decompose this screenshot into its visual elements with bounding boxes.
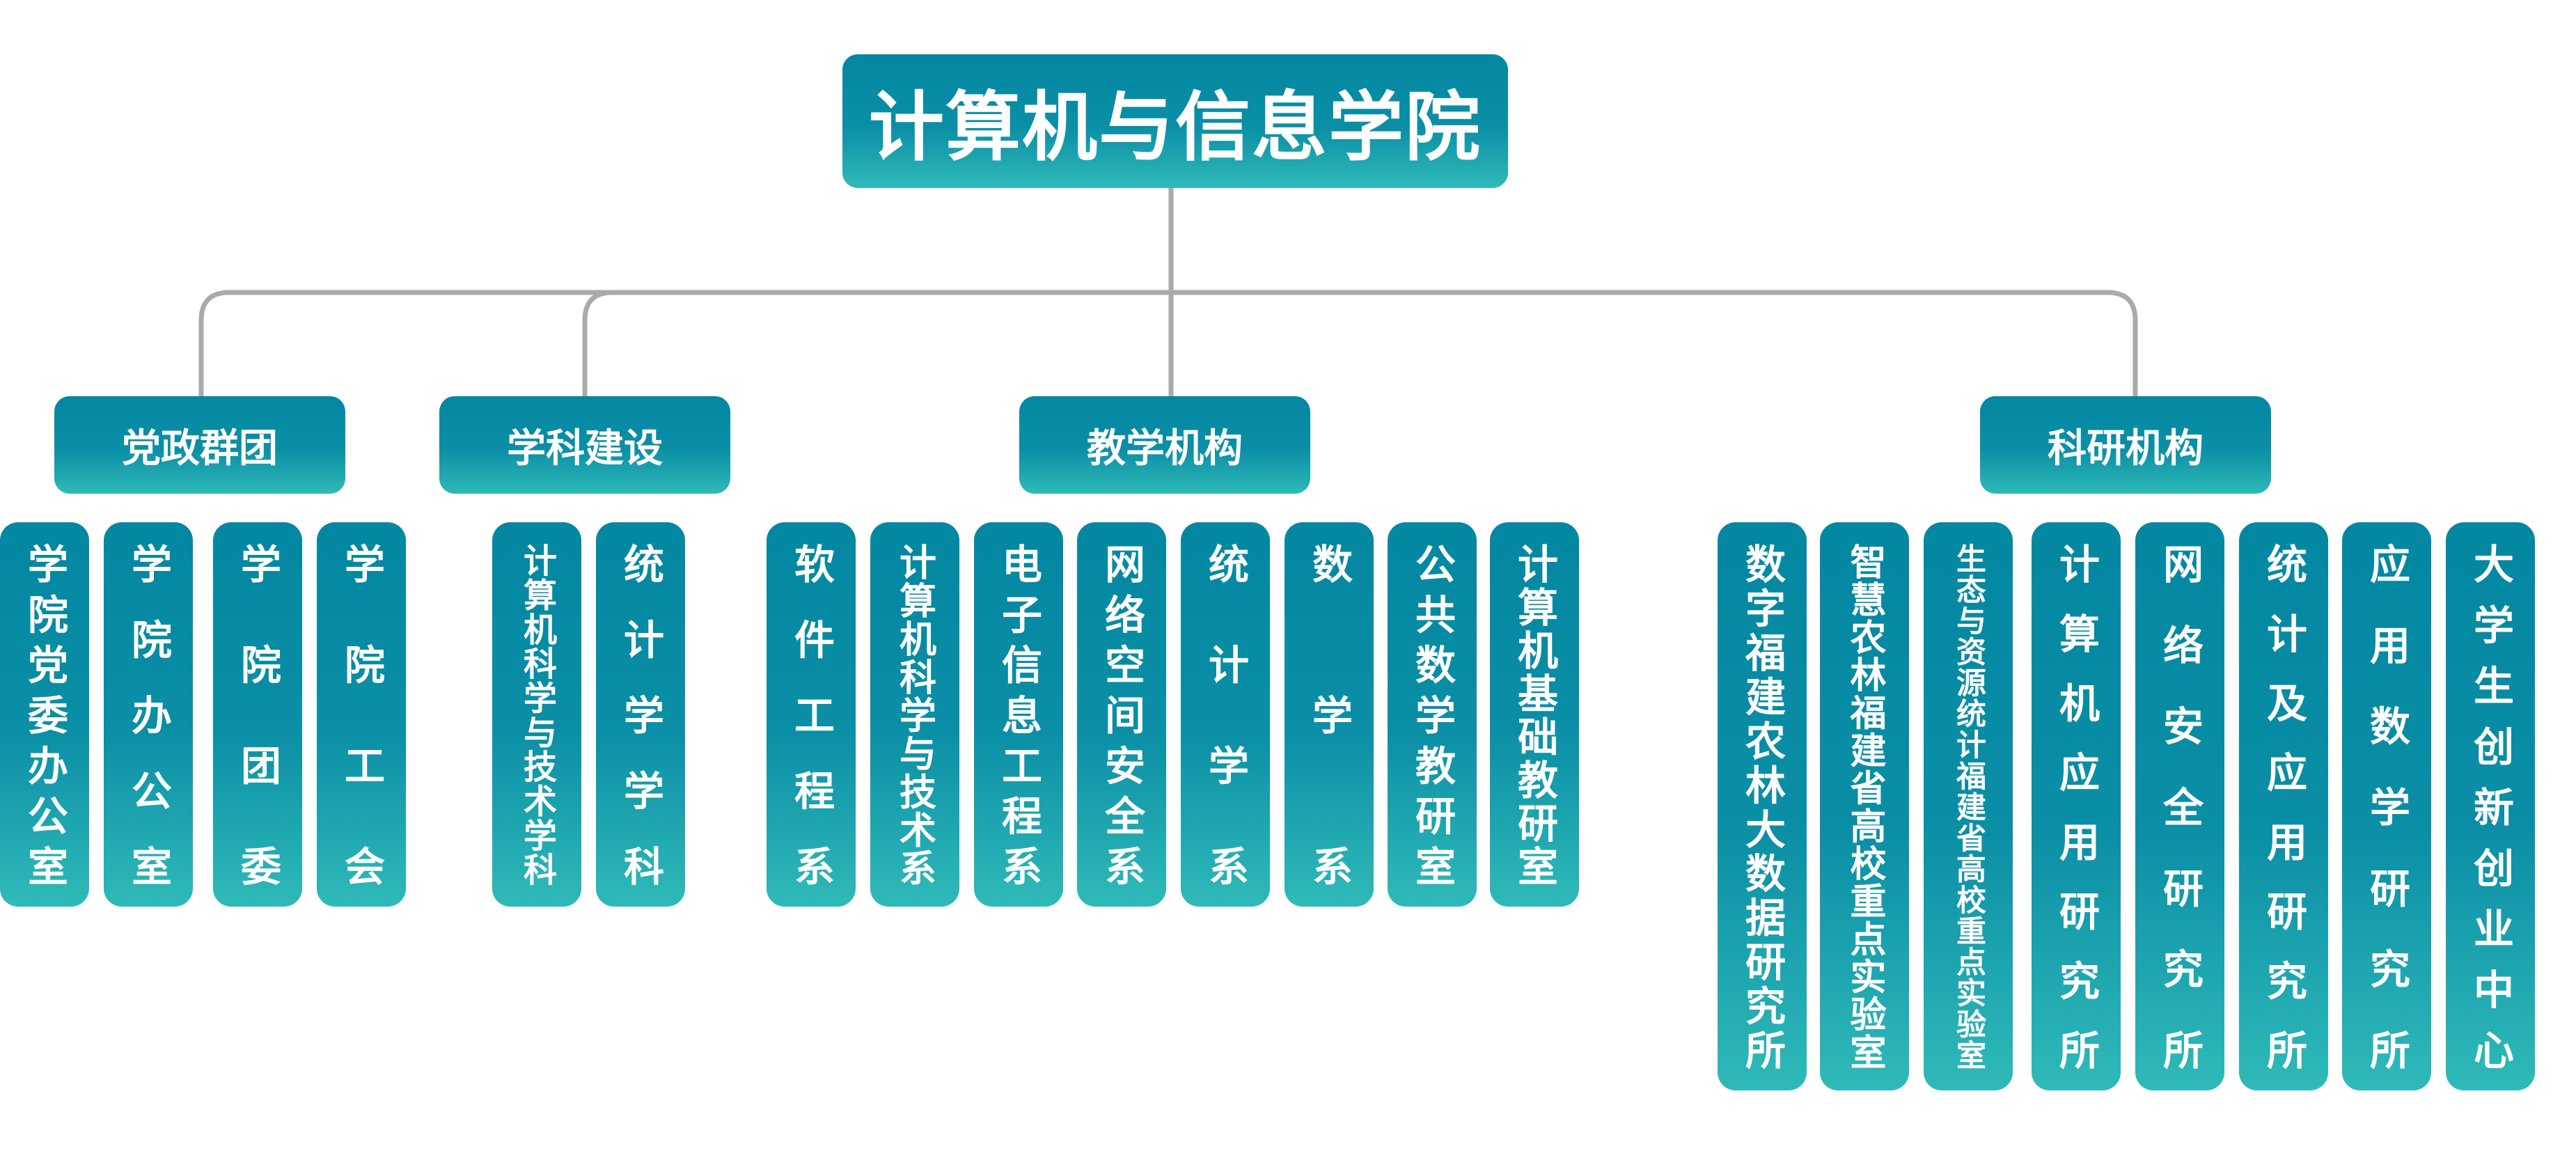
unit-label: 生态与资源统计福建省高校重点实验室 [1951,543,1986,1070]
group-node: 学科建设 [439,396,730,494]
unit-label: 数学系 [1305,543,1353,886]
unit-node: 计算机应用研究所 [2032,522,2121,1090]
unit-node: 电子信息工程系 [974,522,1063,907]
unit-node: 学院工会 [317,522,406,907]
unit-label: 学院办公室 [125,543,172,886]
unit-label: 学院党委办公室 [21,543,68,886]
group-title: 科研机构 [2048,425,2204,471]
group-title: 党政群团 [122,425,278,471]
unit-label: 数字福建农林大数据研究所 [1738,543,1786,1070]
group-node: 科研机构 [1980,396,2271,494]
unit-node: 数学系 [1285,522,1374,907]
unit-label: 统计学系 [1202,543,1249,886]
group-title: 教学机构 [1087,425,1243,471]
unit-node: 学院党委办公室 [0,522,89,907]
root-node: 计算机与信息学院 [842,54,1508,188]
unit-node: 学院团委 [213,522,302,907]
unit-node: 计算机科学与技术系 [870,522,959,907]
unit-label: 大学生创新创业中心 [2467,543,2514,1070]
unit-label: 计算机科学与技术学科 [517,543,556,886]
unit-node: 生态与资源统计福建省高校重点实验室 [1924,522,2013,1090]
unit-node: 数字福建农林大数据研究所 [1718,522,1807,1090]
unit-node: 大学生创新创业中心 [2446,522,2535,1090]
unit-label: 统计及应用研究所 [2260,543,2307,1070]
unit-label: 应用数学研究所 [2363,543,2410,1070]
unit-node: 网络安全研究所 [2135,522,2224,1090]
unit-node: 学院办公室 [104,522,193,907]
unit-label: 计算机科学与技术系 [893,543,936,886]
connector-horizontal [198,290,2138,396]
unit-node: 统计学学科 [596,522,685,907]
unit-node: 软件工程系 [767,522,856,907]
unit-label: 网络安全研究所 [2156,543,2204,1070]
unit-label: 智慧农林福建省高校重点实验室 [1844,543,1885,1070]
unit-label: 公共数学教研室 [1408,543,1456,886]
group-node: 教学机构 [1019,396,1310,494]
unit-node: 统计学系 [1181,522,1270,907]
unit-node: 应用数学研究所 [2342,522,2431,1090]
unit-label: 计算机基础教研室 [1511,543,1558,886]
unit-label: 学院团委 [234,543,281,886]
unit-label: 统计学学科 [617,543,664,886]
connector-branch-2 [582,290,613,396]
unit-label: 软件工程系 [787,543,835,886]
unit-node: 统计及应用研究所 [2239,522,2328,1090]
unit-label: 计算机应用研究所 [2052,543,2100,1070]
unit-node: 网络空间安全系 [1077,522,1166,907]
root-title: 计算机与信息学院 [868,84,1482,171]
unit-node: 计算机科学与技术学科 [492,522,581,907]
unit-node: 计算机基础教研室 [1490,522,1579,907]
group-title: 学科建设 [507,425,663,471]
unit-node: 智慧农林福建省高校重点实验室 [1820,522,1909,1090]
group-node: 党政群团 [54,396,345,494]
unit-node: 公共数学教研室 [1388,522,1477,907]
unit-label: 网络空间安全系 [1098,543,1145,886]
unit-label: 学院工会 [338,543,385,886]
unit-label: 电子信息工程系 [995,543,1042,886]
